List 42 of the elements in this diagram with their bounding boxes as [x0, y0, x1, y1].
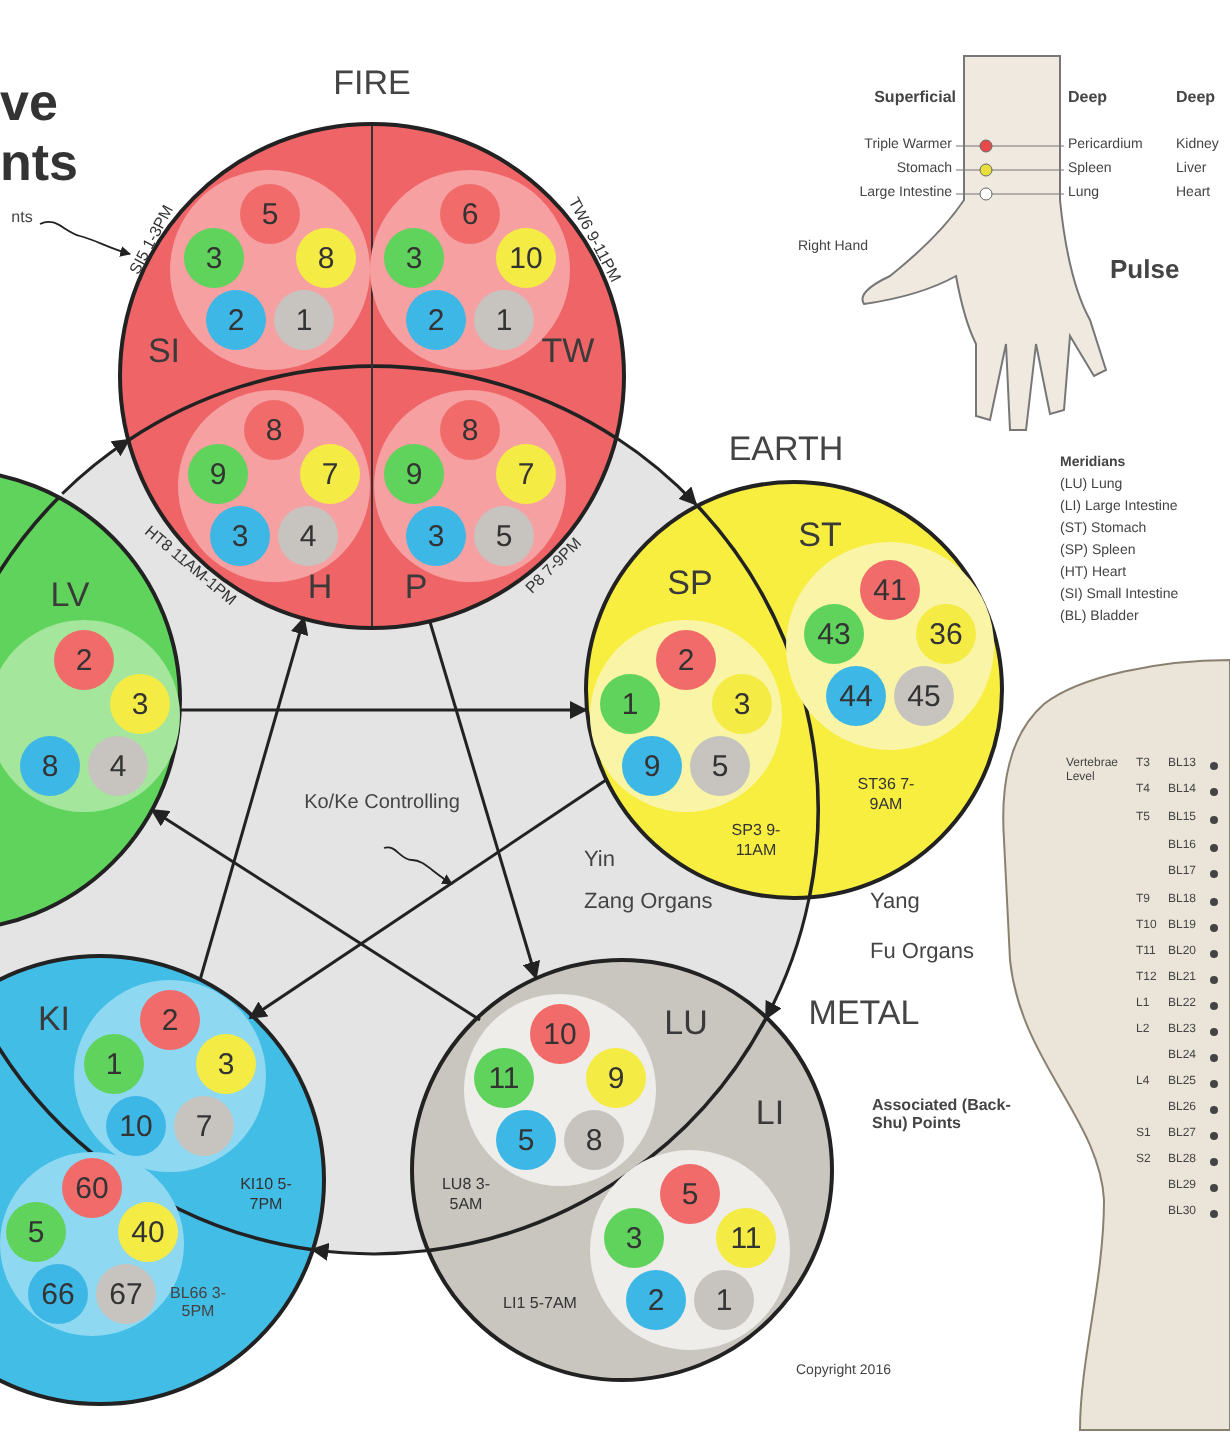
horary-point-text: BL66 3-5PM	[167, 1284, 229, 1321]
column-heading: Deep	[1176, 88, 1218, 107]
cycle-arrow	[310, 1242, 429, 1261]
organ-label: LU	[664, 1004, 708, 1044]
leader-arrow	[383, 846, 453, 885]
arrow	[428, 621, 540, 980]
section-heading: Associated (Back-Shu) Points	[872, 1096, 1013, 1133]
organ-label: LI	[755, 1094, 785, 1134]
organ-label: H	[307, 568, 333, 608]
element-heading: FIRE	[333, 64, 411, 104]
arrow	[150, 808, 481, 1022]
column-heading: Superficial	[872, 88, 956, 107]
cycle-arrow	[764, 898, 811, 1020]
organ-label: SP	[667, 564, 713, 604]
element-heading: EARTH	[728, 430, 844, 470]
section-heading: Pulse	[1110, 256, 1182, 286]
organ-label: LV	[50, 576, 90, 616]
annotation-text: Ko/Ke Controlling	[302, 792, 462, 816]
annotation-text: nts	[9, 208, 35, 228]
organ-label: P	[404, 568, 428, 608]
cycle-arrow	[61, 438, 131, 495]
organ-label: TW	[541, 332, 595, 372]
horary-point-text: ST36 7-9AM	[855, 774, 917, 814]
organ-label: KI	[37, 1000, 71, 1040]
leader-arrow	[39, 220, 132, 257]
column-heading: Deep	[1068, 88, 1110, 107]
organ-group-label: Yang	[870, 890, 922, 916]
horary-point-text: LI1 5-7AM	[502, 1294, 578, 1314]
element-heading: METAL	[808, 994, 920, 1034]
arrow	[198, 616, 309, 981]
horary-point-text: SP3 9-11AM	[729, 820, 783, 860]
title: ve nts	[0, 72, 80, 192]
organ-label: ST	[798, 516, 842, 556]
arrow	[248, 778, 607, 1020]
arrow	[180, 701, 588, 719]
organ-group-label: Yin	[584, 848, 617, 874]
organ-label: SI	[147, 332, 181, 372]
organ-group-label: Zang Organs	[584, 890, 715, 916]
organ-group-label: Fu Organs	[870, 940, 976, 966]
cycle-arrow	[614, 436, 698, 506]
horary-point-text: KI10 5-7PM	[238, 1174, 294, 1214]
horary-point-text: LU8 3-5AM	[439, 1174, 492, 1214]
